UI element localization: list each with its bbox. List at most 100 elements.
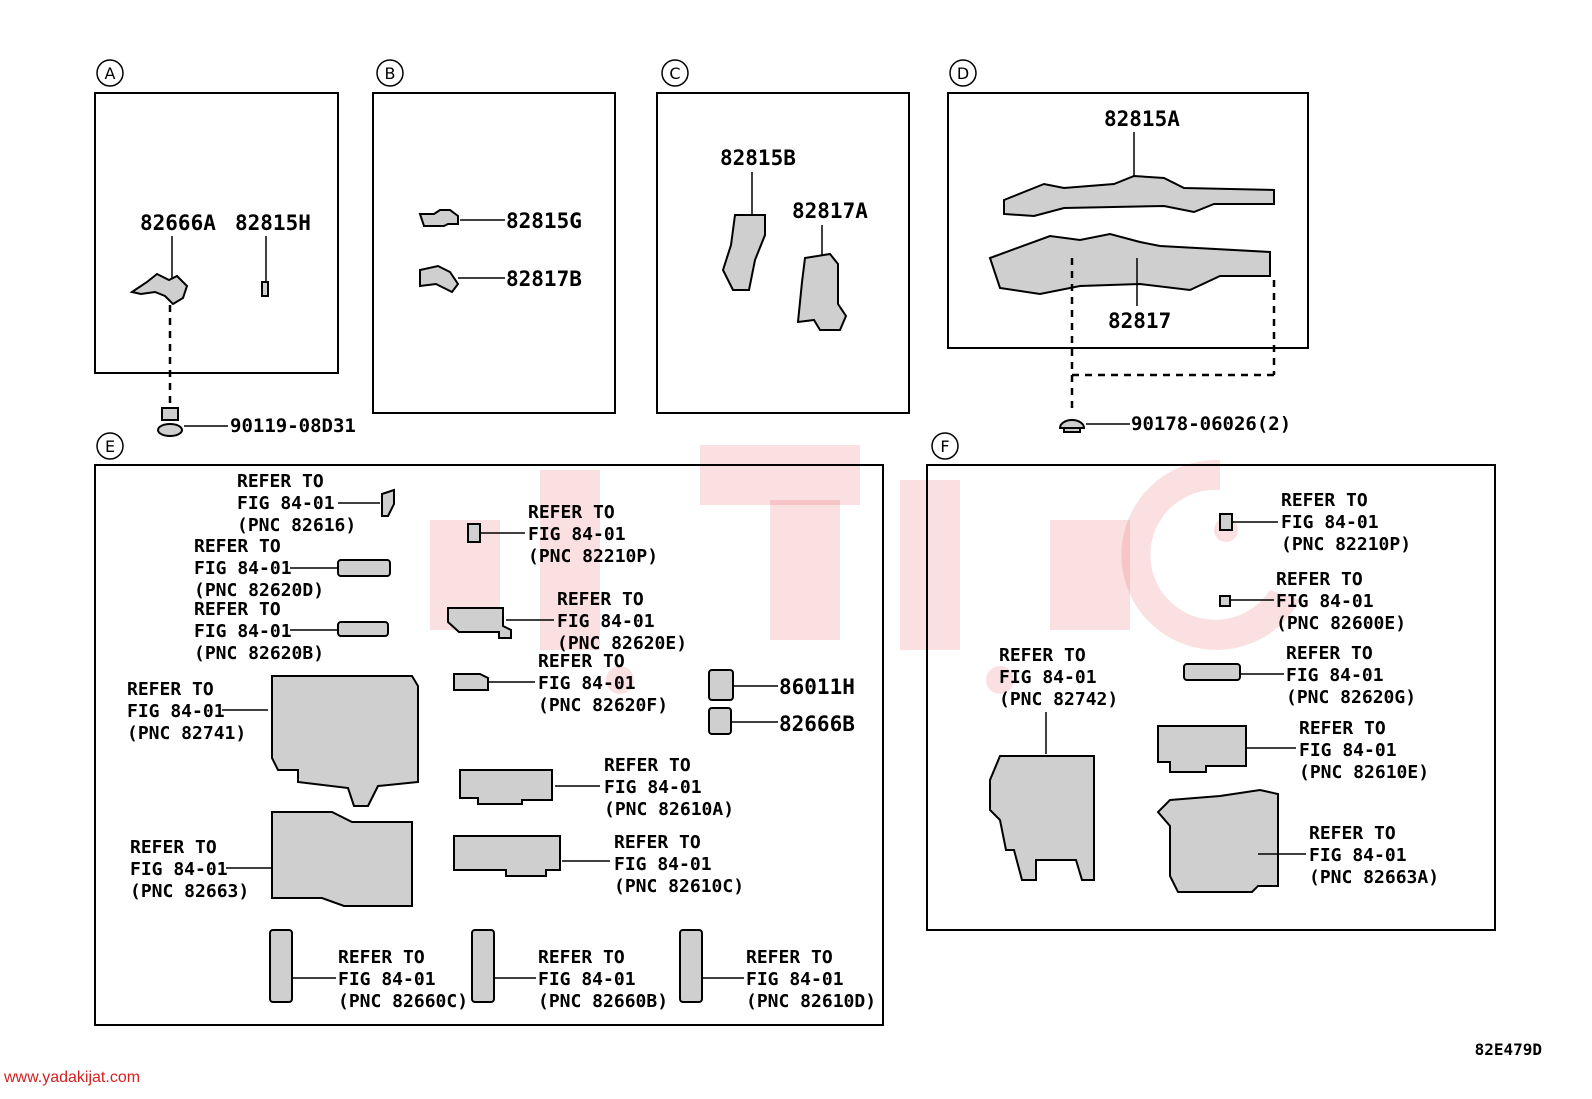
svg-text:FIG 84-01: FIG 84-01	[746, 969, 844, 990]
svg-text:(PNC 82210P): (PNC 82210P)	[1281, 534, 1411, 555]
svg-text:(PNC 82620G): (PNC 82620G)	[1286, 687, 1416, 708]
svg-text:FIG 84-01: FIG 84-01	[130, 859, 228, 880]
svg-text:REFER TO: REFER TO	[528, 502, 615, 523]
svg-text:FIG 84-01: FIG 84-01	[538, 969, 636, 990]
section-c: C 82815B 82817A	[656, 59, 910, 414]
svg-text:REFER TO: REFER TO	[1299, 718, 1386, 739]
part-label-82817b: 82817B	[506, 267, 582, 291]
ref-82742: REFER TO FIG 84-01 (PNC 82742)	[989, 645, 1118, 881]
svg-text:FIG 84-01: FIG 84-01	[999, 667, 1097, 688]
svg-text:REFER TO: REFER TO	[130, 837, 217, 858]
bracket-82815a-shape	[1003, 174, 1275, 218]
svg-text:FIG 84-01: FIG 84-01	[557, 611, 655, 632]
svg-text:(PNC 82660B): (PNC 82660B)	[538, 991, 668, 1012]
svg-text:REFER TO: REFER TO	[557, 589, 644, 610]
svg-text:82666B: 82666B	[779, 712, 855, 736]
part-82817b-shape	[419, 264, 460, 294]
svg-text:FIG 84-01: FIG 84-01	[528, 524, 626, 545]
svg-text:REFER TO: REFER TO	[194, 599, 281, 620]
diagram-code: 82E479D	[1474, 1040, 1542, 1059]
ref-82610a: REFER TO FIG 84-01 (PNC 82610A)	[459, 755, 734, 820]
ref-82620d: REFER TO FIG 84-01 (PNC 82620D)	[194, 536, 391, 601]
svg-text:(PNC 82210P): (PNC 82210P)	[528, 546, 658, 567]
ref-82620b: REFER TO FIG 84-01 (PNC 82620B)	[194, 599, 389, 664]
svg-text:(PNC 82741): (PNC 82741)	[127, 723, 246, 744]
svg-text:(PNC 82620D): (PNC 82620D)	[194, 580, 324, 601]
svg-text:REFER TO: REFER TO	[999, 645, 1086, 666]
section-f: F REFER TO FIG 84-01 (PNC 82210P) REFER …	[926, 432, 1496, 931]
section-b: B 82815G 82817B	[372, 59, 616, 414]
svg-text:FIG 84-01: FIG 84-01	[614, 854, 712, 875]
ref-82620g: REFER TO FIG 84-01 (PNC 82620G)	[1183, 643, 1416, 708]
svg-text:(PNC 82660C): (PNC 82660C)	[338, 991, 468, 1012]
clip-icon	[1058, 419, 1086, 433]
part-82815b-shape	[721, 214, 766, 291]
svg-text:REFER TO: REFER TO	[614, 832, 701, 853]
part-86011h: 86011H	[708, 669, 855, 701]
svg-text:(PNC 82663): (PNC 82663)	[130, 881, 249, 902]
svg-text:(PNC 82663A): (PNC 82663A)	[1309, 867, 1439, 888]
bolt-icon	[157, 407, 184, 437]
svg-text:REFER TO: REFER TO	[538, 651, 625, 672]
ref-82660c: REFER TO FIG 84-01 (PNC 82660C)	[269, 929, 468, 1012]
bracket-82817-shape	[988, 232, 1271, 296]
svg-text:(PNC 82616): (PNC 82616)	[237, 515, 356, 536]
ref-82610c: REFER TO FIG 84-01 (PNC 82610C)	[453, 832, 744, 897]
svg-text:FIG 84-01: FIG 84-01	[1281, 512, 1379, 533]
svg-text:REFER TO: REFER TO	[1309, 823, 1396, 844]
ref-82660b: REFER TO FIG 84-01 (PNC 82660B)	[471, 929, 668, 1012]
ref-82210p-f: REFER TO FIG 84-01 (PNC 82210P)	[1219, 490, 1411, 555]
ref-82610d: REFER TO FIG 84-01 (PNC 82610D)	[679, 929, 876, 1012]
svg-text:(PNC 82610E): (PNC 82610E)	[1299, 762, 1429, 783]
section-d-letter: D	[957, 64, 969, 83]
svg-text:REFER TO: REFER TO	[237, 471, 324, 492]
part-82817a-shape	[796, 252, 848, 331]
svg-text:(PNC 82742): (PNC 82742)	[999, 689, 1118, 710]
svg-text:FIG 84-01: FIG 84-01	[1286, 665, 1384, 686]
svg-text:(PNC 82620F): (PNC 82620F)	[538, 695, 668, 716]
ref-82610e: REFER TO FIG 84-01 (PNC 82610E)	[1157, 718, 1429, 783]
clip-82815h-shape	[261, 281, 269, 297]
svg-text:FIG 84-01: FIG 84-01	[538, 673, 636, 694]
svg-text:REFER TO: REFER TO	[1281, 490, 1368, 511]
part-82815g-shape	[418, 209, 459, 227]
ref-82620f: REFER TO FIG 84-01 (PNC 82620F)	[453, 651, 668, 716]
svg-text:REFER TO: REFER TO	[127, 679, 214, 700]
bolt-label: 90119-08D31	[230, 415, 356, 437]
ref-82663a: REFER TO FIG 84-01 (PNC 82663A)	[1156, 788, 1439, 893]
svg-text:REFER TO: REFER TO	[1276, 569, 1363, 590]
section-e-letter: E	[105, 437, 115, 456]
svg-text:FIG 84-01: FIG 84-01	[237, 493, 335, 514]
svg-text:86011H: 86011H	[779, 675, 855, 699]
ref-82616: REFER TO FIG 84-01 (PNC 82616)	[237, 471, 395, 536]
svg-text:(PNC 82610C): (PNC 82610C)	[614, 876, 744, 897]
part-label-82815a: 82815A	[1104, 107, 1180, 131]
ref-82663: REFER TO FIG 84-01 (PNC 82663)	[130, 811, 413, 907]
svg-text:FIG 84-01: FIG 84-01	[194, 558, 292, 579]
svg-text:(PNC 82610D): (PNC 82610D)	[746, 991, 876, 1012]
section-d: D 82815A 82817 90178-06026(2)	[947, 59, 1309, 435]
website-link[interactable]: www.yadakijat.com	[4, 1069, 141, 1086]
svg-text:(PNC 82610A): (PNC 82610A)	[604, 799, 734, 820]
bracket-82666a-shape	[129, 272, 189, 306]
part-label-82815b: 82815B	[720, 146, 796, 170]
section-c-letter: C	[669, 64, 680, 83]
svg-text:REFER TO: REFER TO	[194, 536, 281, 557]
svg-text:REFER TO: REFER TO	[1286, 643, 1373, 664]
svg-text:REFER TO: REFER TO	[604, 755, 691, 776]
part-label-82817a: 82817A	[792, 199, 868, 223]
part-label-82815h: 82815H	[235, 211, 311, 235]
svg-text:FIG 84-01: FIG 84-01	[338, 969, 436, 990]
svg-text:REFER TO: REFER TO	[538, 947, 625, 968]
part-label-82666a: 82666A	[140, 211, 216, 235]
section-e: E REFER TO FIG 84-01 (PNC 82616) REFER T…	[94, 432, 884, 1026]
part-label-82817: 82817	[1108, 309, 1171, 333]
ref-82620e: REFER TO FIG 84-01 (PNC 82620E)	[447, 589, 687, 654]
svg-text:FIG 84-01: FIG 84-01	[194, 621, 292, 642]
svg-text:FIG 84-01: FIG 84-01	[1309, 845, 1407, 866]
section-f-letter: F	[940, 437, 949, 456]
part-label-82815g: 82815G	[506, 209, 582, 233]
svg-text:REFER TO: REFER TO	[746, 947, 833, 968]
clip-label: 90178-06026(2)	[1131, 413, 1291, 435]
svg-text:FIG 84-01: FIG 84-01	[127, 701, 225, 722]
